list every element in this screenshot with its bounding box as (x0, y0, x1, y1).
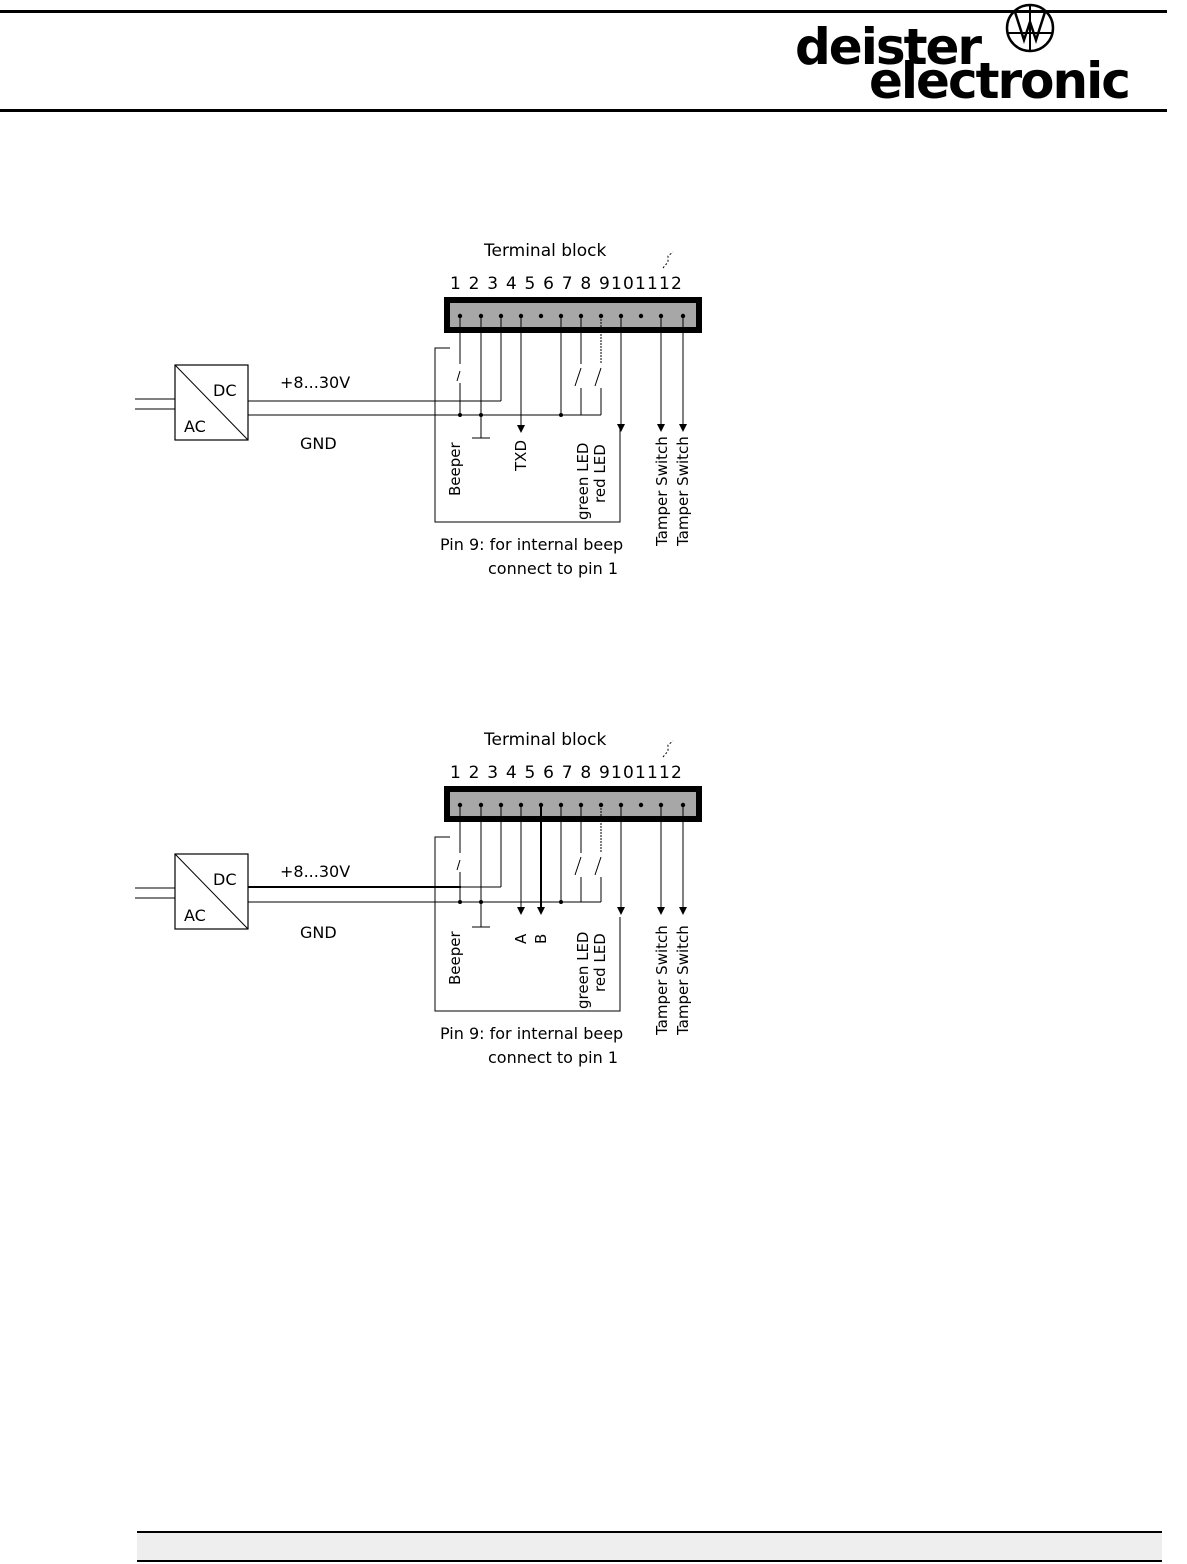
supply-voltage-label: +8...30V (280, 862, 350, 881)
header-rule-bottom (0, 109, 1167, 112)
deister-logo-mark-icon (1005, 3, 1055, 53)
tamper-switch-label-1: Tamper Switch (653, 925, 671, 1036)
supply-voltage-label: +8...30V (280, 373, 350, 392)
terminal-block-label: Terminal block (483, 730, 607, 750)
tamper-switch-label-2: Tamper Switch (674, 436, 692, 547)
pin9-note-line2: connect to pin 1 (488, 1048, 618, 1067)
converter-dc-label: DC (213, 870, 237, 889)
red-led-label: red LED (591, 444, 609, 503)
header-rule-top (0, 10, 1167, 13)
footer-bar (137, 1531, 1162, 1562)
terminal-block-label: Terminal block (483, 241, 607, 261)
ground-label: GND (300, 434, 337, 453)
converter-ac-label: AC (184, 906, 206, 925)
pin-number-row: 1 2 3 4 5 6 7 8 9101112 (450, 274, 683, 294)
pin9-note-line1: Pin 9: for internal beep (440, 535, 623, 554)
pin9-note-line2: connect to pin 1 (488, 559, 618, 578)
a-label: A (512, 933, 530, 944)
green-led-label: green LED (574, 443, 592, 520)
red-led-label: red LED (591, 933, 609, 992)
acdc-converter (174, 364, 249, 441)
ground-label: GND (300, 923, 337, 942)
green-led-label: green LED (574, 932, 592, 1009)
wiring-diagram-rs485: Terminal block 1 2 3 4 5 6 7 8 9101112 D… (120, 717, 740, 1117)
logo-text-line2: electronic (869, 52, 1131, 110)
pin-number-row: 1 2 3 4 5 6 7 8 9101112 (450, 763, 683, 783)
txd-label: TXD (512, 440, 530, 472)
pin9-note-line1: Pin 9: for internal beep (440, 1024, 623, 1043)
logo-text-line1: deister (795, 18, 982, 76)
beeper-label: Beeper (446, 442, 464, 496)
tamper-switch-label-2: Tamper Switch (674, 925, 692, 1036)
tamper-switch-label-1: Tamper Switch (653, 436, 671, 547)
converter-ac-label: AC (184, 417, 206, 436)
converter-dc-label: DC (213, 381, 237, 400)
acdc-converter (174, 853, 249, 930)
b-label: B (532, 934, 550, 944)
wiring-diagram-txd: Terminal block 1 2 3 4 5 6 7 8 9101112 D… (120, 228, 740, 628)
company-logo: deister electronic (785, 0, 1131, 108)
beeper-label: Beeper (446, 931, 464, 985)
